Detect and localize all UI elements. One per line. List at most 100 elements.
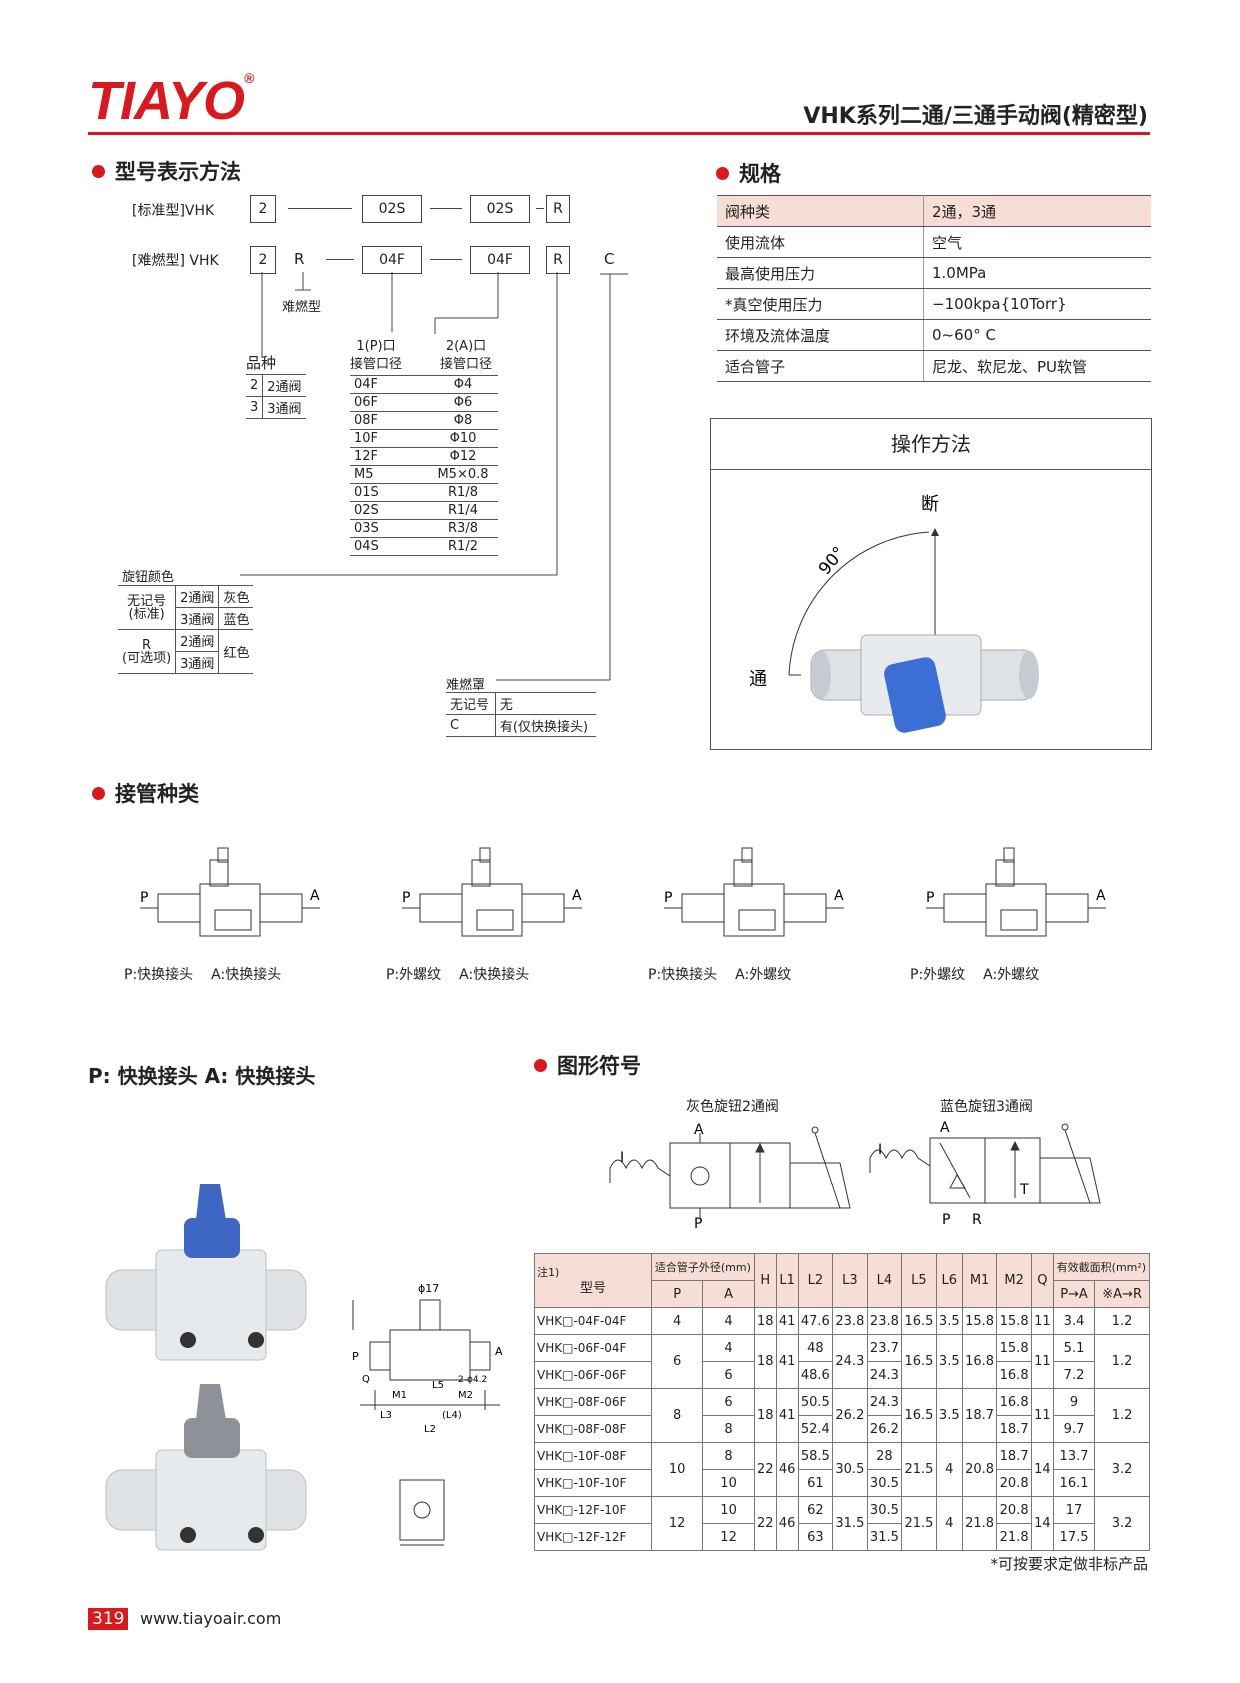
- svg-text:L5: L5: [432, 1380, 444, 1391]
- svg-text:R: R: [972, 1212, 982, 1228]
- port-a-title: 2(A)口 接管口径: [440, 339, 493, 372]
- footnote: *可按要求定做非标产品: [990, 1555, 1148, 1573]
- svg-text:I: I: [620, 1150, 624, 1166]
- code-box: 02S: [470, 195, 530, 223]
- svg-text:A: A: [940, 1120, 950, 1136]
- spec-row: 适合管子尼龙、软尼龙、PU软管: [717, 350, 1151, 382]
- connect-p-label: P:外螺纹: [910, 967, 966, 983]
- angle-label: 90°: [815, 543, 850, 579]
- spec-row: 使用流体空气: [717, 226, 1151, 258]
- svg-text:L2: L2: [424, 1424, 436, 1435]
- svg-text:A: A: [834, 888, 844, 904]
- connect-a-label: A:快换接头: [211, 967, 282, 983]
- off-label: 断: [921, 494, 939, 515]
- knob-title: 旋钮颜色: [122, 570, 175, 585]
- symbol-blue3-title: 蓝色旋钮3通阀: [940, 1099, 1033, 1115]
- connect-p-label: P:快换接头: [124, 967, 194, 983]
- page-title: VHK系列二通/三通手动阀(精密型): [803, 104, 1148, 129]
- connect-type-item: P A P:外螺纹 A:外螺纹: [896, 840, 1146, 990]
- code-letter: C: [604, 250, 615, 268]
- svg-text:P: P: [140, 890, 148, 906]
- page-number: 319: [88, 1608, 129, 1630]
- operation-title: 操作方法: [711, 419, 1151, 470]
- blue-valve-photo: [105, 1184, 307, 1361]
- connect-p-label: P:快换接头: [648, 967, 718, 983]
- svg-text:2-ϕ4.2: 2-ϕ4.2: [458, 1375, 487, 1385]
- symbol-diagrams: I A P I A P R T: [609, 1120, 1101, 1228]
- code-letter: R: [294, 250, 305, 268]
- svg-text:P: P: [352, 1350, 359, 1363]
- svg-text:I: I: [878, 1142, 882, 1158]
- valve-photo: [810, 634, 1039, 733]
- fr-note: 难燃型: [282, 300, 322, 315]
- svg-text:L3: L3: [380, 1410, 392, 1421]
- divider: [326, 259, 354, 260]
- port-p-title: 1(P)口 接管口径: [350, 339, 403, 372]
- section-model: 型号表示方法: [92, 156, 241, 186]
- svg-text:M1: M1: [392, 1390, 407, 1401]
- svg-text:M2: M2: [458, 1390, 473, 1401]
- cover-title: 难燃罩: [446, 678, 486, 693]
- knob-table: 无记号 (标准) 2通阀灰色 3通阀蓝色 R (可选项) 2通阀 红色 3通阀: [118, 585, 254, 674]
- connect-a-label: A:外螺纹: [983, 967, 1040, 983]
- header-rule: [88, 132, 1150, 135]
- svg-text:A: A: [694, 1122, 704, 1138]
- svg-text:P: P: [694, 1216, 702, 1228]
- variety-title: 品种: [246, 354, 277, 372]
- model-connector-lines: [240, 272, 628, 681]
- dimension-drawing: ϕ17 L1 P A Q M1 M2 L5 2-ϕ4.2 L3 (L4) L2 …: [350, 1282, 503, 1546]
- code-box: 2: [250, 195, 276, 223]
- connect-a-label: A:快换接头: [459, 967, 530, 983]
- section-connect: 接管种类: [92, 778, 199, 808]
- operation-diagram: 断 通 90°: [749, 494, 1039, 733]
- code-box: 2: [250, 246, 276, 274]
- brand-logo: TIAYO®: [88, 70, 254, 131]
- svg-text:A: A: [495, 1345, 503, 1358]
- footer-url[interactable]: www.tiayoair.com: [140, 1609, 282, 1628]
- divider: [430, 208, 462, 209]
- section-symbol: 图形符号: [534, 1050, 641, 1080]
- symbol-grey2-title: 灰色旋钮2通阀: [686, 1099, 779, 1115]
- svg-text:P: P: [926, 890, 934, 906]
- svg-text:A: A: [572, 888, 582, 904]
- std-label: [标准型]VHK: [132, 203, 215, 219]
- svg-text:P: P: [664, 890, 672, 906]
- svg-text:P: P: [402, 890, 410, 906]
- connect-a-label: A:外螺纹: [735, 967, 792, 983]
- svg-text:Q: Q: [362, 1374, 370, 1385]
- section-spec: 规格: [716, 158, 781, 188]
- svg-text:L1: L1: [350, 1325, 353, 1338]
- divider: [430, 259, 462, 260]
- svg-text:P: P: [942, 1212, 950, 1228]
- pa-heading: P: 快换接头 A: 快换接头: [88, 1064, 316, 1088]
- svg-text:A: A: [1096, 888, 1106, 904]
